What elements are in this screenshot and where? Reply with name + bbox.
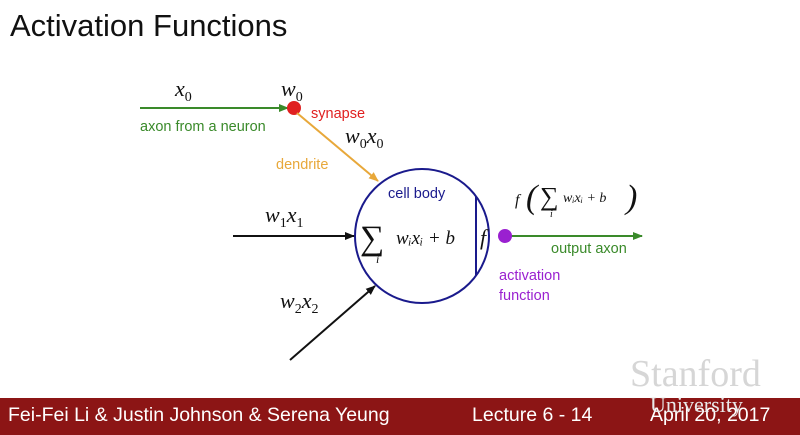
output-sigma: ∑: [540, 182, 559, 211]
dendrite-label: dendrite: [276, 157, 328, 173]
stanford-watermark: Stanford: [630, 353, 761, 395]
f-label: f: [480, 225, 489, 250]
footer-lecture: Lecture 6 - 14: [472, 404, 593, 426]
activation-label-line1: activation: [499, 268, 560, 284]
output-paren-left: (: [526, 179, 540, 216]
input-w2x2-arrow: [289, 285, 376, 361]
cell-body-circle: [354, 168, 490, 304]
axon-label: axon from a neuron: [140, 119, 266, 135]
output-paren-right: ): [624, 179, 637, 216]
x0-label: x0: [174, 76, 192, 105]
footer-bar: Fei-Fei Li & Justin Johnson & Serena Yeu…: [0, 398, 800, 435]
footer-authors: Fei-Fei Li & Justin Johnson & Serena Yeu…: [8, 404, 390, 426]
activation-label-line2: function: [499, 288, 550, 304]
footer-date: April 20, 2017: [650, 404, 771, 426]
output-index: i: [550, 209, 553, 220]
synapse-label: synapse: [311, 106, 365, 122]
cell-body-label: cell body: [388, 186, 446, 202]
output-axon-label: output axon: [551, 241, 627, 257]
output-f: f: [515, 192, 522, 209]
sum-index: i: [376, 252, 379, 266]
sum-expression: wᵢxᵢ + b: [396, 228, 455, 249]
dendrite-arrow: [296, 112, 379, 182]
synapse-dot: [287, 101, 301, 115]
w0x0-label: w0x0: [345, 123, 383, 152]
university-watermark: University: [650, 392, 743, 417]
w0-label: w0: [281, 76, 303, 105]
slide-title: Activation Functions: [10, 8, 288, 43]
w2x2-label: w2x2: [280, 288, 318, 317]
sum-sigma: ∑: [360, 220, 384, 257]
output-expression: wᵢxᵢ + b: [563, 191, 606, 206]
activation-dot: [498, 229, 512, 243]
w1x1-label: w1x1: [265, 202, 303, 231]
